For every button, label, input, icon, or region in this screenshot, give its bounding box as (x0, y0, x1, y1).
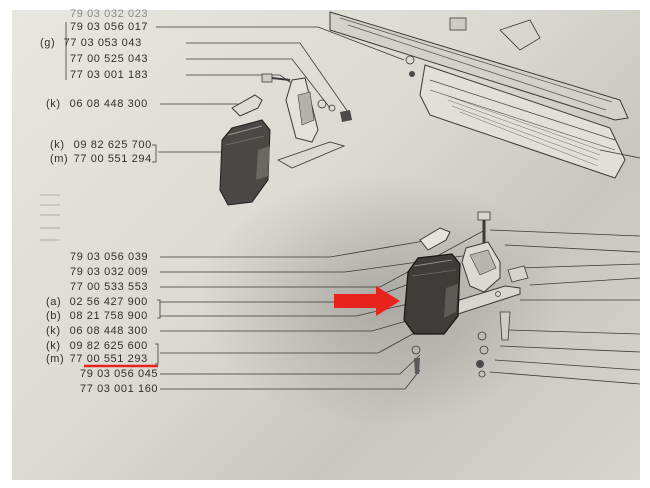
upper-plate (276, 141, 346, 169)
part-label-bottom-6: (k) 09 82 625 600 (46, 340, 148, 352)
upper-bolt (261, 73, 291, 83)
lower-hardware (411, 311, 511, 378)
upper-clip (231, 94, 263, 117)
bumper-bar-top (329, 11, 629, 121)
part-label-bottom-8: 79 03 056 045 (80, 368, 159, 380)
part-label-top-7: (m) 77 00 551 294 (50, 153, 152, 165)
part-label-bottom-0: 79 03 056 039 (70, 251, 149, 263)
part-label-top-0: 79 03 032 023 (70, 8, 149, 20)
part-label-bottom-3: (a) 02 56 427 900 (46, 296, 148, 308)
right-leader-lines (489, 229, 641, 385)
lower-bracket (461, 241, 501, 293)
part-label-bottom-4: (b) 08 21 758 900 (46, 310, 148, 322)
part-label-bottom-1: 79 03 032 009 (70, 266, 149, 278)
part-label-top-4: 77 03 001 183 (70, 69, 149, 81)
upper-washers (317, 99, 352, 122)
lower-rubber-buffer (403, 253, 461, 335)
part-label-top-1: 79 03 056 017 (70, 21, 149, 33)
upper-rubber-buffer (219, 119, 271, 206)
part-label-top-5: (k) 06 08 448 300 (46, 98, 148, 110)
red-arrow-icon (334, 286, 400, 316)
part-label-bottom-7-highlighted: (m) 77 00 551 293 (46, 353, 148, 365)
lower-bolt (477, 211, 491, 244)
part-label-bottom-5: (k) 06 08 448 300 (46, 325, 148, 337)
part-label-top-2: (g) 77 03 053 043 (40, 37, 142, 49)
top-bracket-parts (405, 17, 541, 77)
lower-clip (419, 227, 451, 251)
upper-bracket (285, 77, 319, 143)
part-label-bottom-9: 77 03 001 160 (80, 383, 159, 395)
bumper-bar-main (419, 64, 641, 179)
faded-leader-lines (40, 194, 60, 241)
part-label-top-6: (k) 09 82 625 700 (50, 139, 152, 151)
lower-small-block (507, 265, 529, 283)
part-label-bottom-2: 77 00 533 553 (70, 281, 149, 293)
part-label-top-3: 77 00 525 043 (70, 53, 149, 65)
